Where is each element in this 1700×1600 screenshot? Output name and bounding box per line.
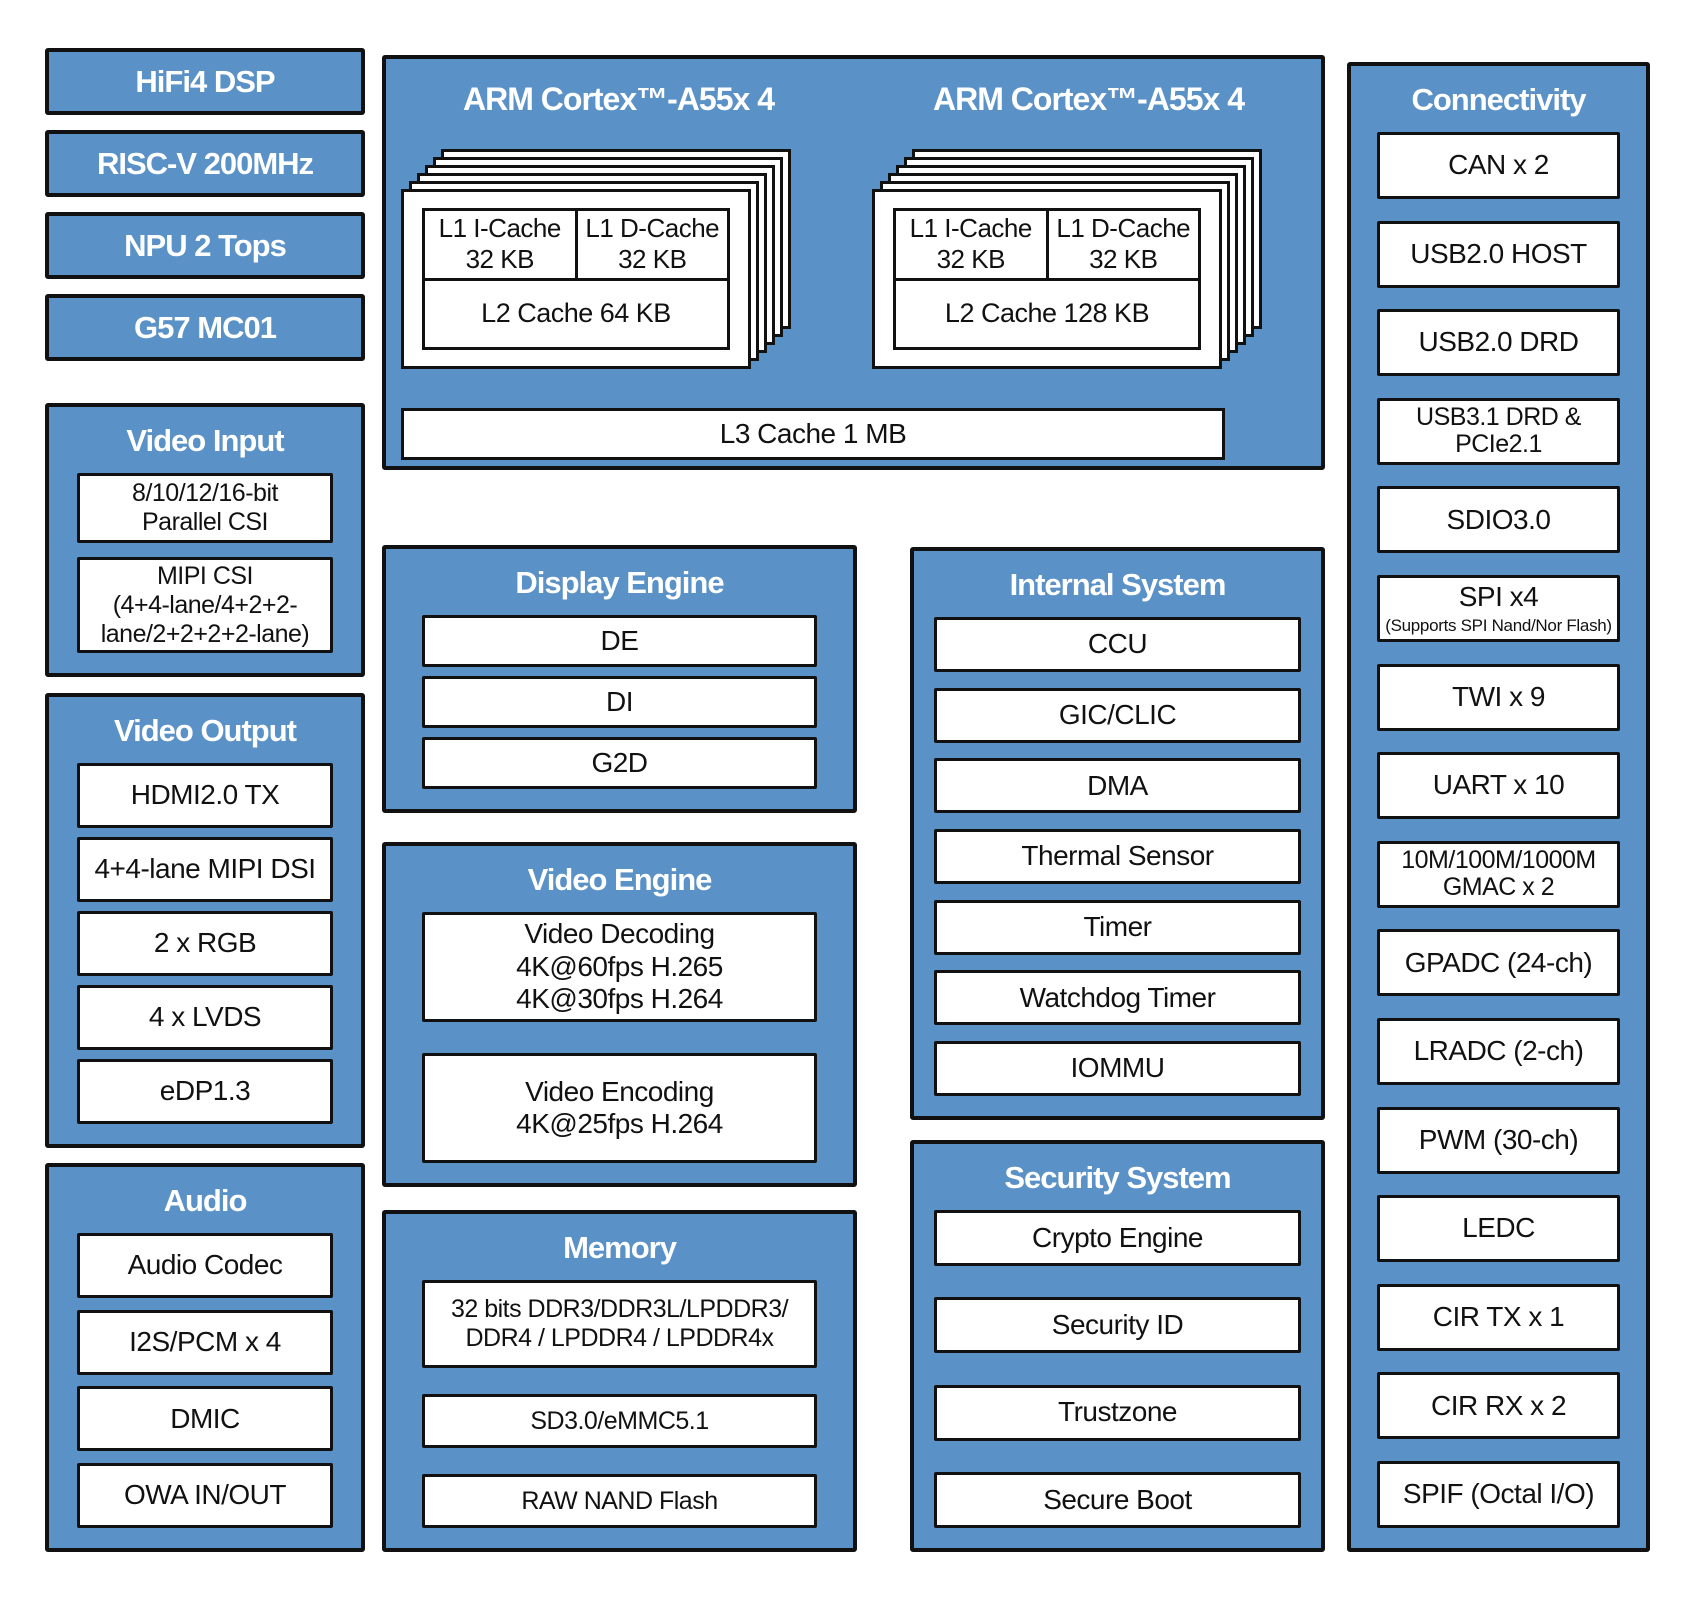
video-output-item-mipi-dsi: 4+4-lane MIPI DSI — [77, 837, 333, 902]
cpu-cluster1-cache-table: L1 I-Cache 32 KB L1 D-Cache 32 KB L2 Cac… — [893, 208, 1201, 350]
audio-items: Audio Codec I2S/PCM x 4 DMIC OWA IN/OUT — [49, 1225, 361, 1548]
video-input-title: Video Input — [126, 423, 284, 458]
cpu-complex-section: ARM Cortex™-A55x 4 ARM Cortex™-A55x 4 L1… — [382, 55, 1325, 470]
connectivity-item-usb2-drd: USB2.0 DRD — [1377, 309, 1620, 377]
audio-item-dmic: DMIC — [77, 1386, 333, 1452]
video-input-item-mipi-csi: MIPI CSI (4+4-lane/4+2+2- lane/2+2+2+2-l… — [77, 557, 333, 653]
connectivity-item-twi: TWI x 9 — [1377, 663, 1620, 731]
video-output-items: HDMI2.0 TX 4+4-lane MIPI DSI 2 x RGB 4 x… — [49, 755, 361, 1144]
connectivity-item-usb2-host: USB2.0 HOST — [1377, 220, 1620, 288]
internal-system-items: CCU GIC/CLIC DMA Thermal Sensor Timer Wa… — [914, 609, 1321, 1116]
video-engine-section: Video Engine Video Decoding 4K@60fps H.2… — [382, 842, 857, 1187]
display-engine-items: DE DI G2D — [386, 607, 853, 809]
video-output-item-rgb: 2 x RGB — [77, 911, 333, 976]
cpu-cluster1-title: ARM Cortex™-A55x 4 — [933, 81, 1245, 117]
cpu-cluster0-title: ARM Cortex™-A55x 4 — [463, 81, 775, 117]
video-input-item-parallel-csi: 8/10/12/16-bit Parallel CSI — [77, 473, 333, 543]
security-system-section: Security System Crypto Engine Security I… — [910, 1140, 1325, 1552]
cpu-cluster1-core-card: L1 I-Cache 32 KB L1 D-Cache 32 KB L2 Cac… — [872, 189, 1222, 369]
video-engine-item-encoding: Video Encoding 4K@25fps H.264 — [422, 1053, 817, 1163]
chip-block-gpu-g57: G57 MC01 — [45, 294, 365, 361]
video-input-section: Video Input 8/10/12/16-bit Parallel CSI … — [45, 403, 365, 677]
audio-item-owa: OWA IN/OUT — [77, 1462, 333, 1528]
cpu-cluster0-l1-icache: L1 I-Cache 32 KB — [425, 211, 578, 278]
connectivity-item-pwm: PWM (30-ch) — [1377, 1106, 1620, 1174]
memory-item-raw-nand: RAW NAND Flash — [422, 1474, 817, 1528]
cpu-cluster1-l1-icache: L1 I-Cache 32 KB — [896, 211, 1049, 278]
audio-item-codec: Audio Codec — [77, 1233, 333, 1298]
l3-cache-bar: L3 Cache 1 MB — [401, 408, 1225, 460]
chip-block-npu: NPU 2 Tops — [45, 212, 365, 279]
internal-system-section: Internal System CCU GIC/CLIC DMA Thermal… — [910, 547, 1325, 1120]
memory-items: 32 bits DDR3/DDR3L/LPDDR3/ DDR4 / LPDDR4… — [386, 1272, 853, 1548]
security-item-secure-boot: Secure Boot — [934, 1471, 1301, 1528]
cpu-cluster0-l1-dcache: L1 D-Cache 32 KB — [585, 213, 720, 275]
internal-item-iommu: IOMMU — [934, 1040, 1301, 1096]
connectivity-item-uart: UART x 10 — [1377, 752, 1620, 820]
connectivity-item-spi: SPI x4 (Supports SPI Nand/Nor Flash) — [1377, 574, 1620, 642]
connectivity-item-cir-tx: CIR TX x 1 — [1377, 1283, 1620, 1351]
video-output-item-lvds: 4 x LVDS — [77, 985, 333, 1050]
security-item-security-id: Security ID — [934, 1297, 1301, 1354]
memory-title: Memory — [563, 1230, 677, 1265]
audio-item-i2s: I2S/PCM x 4 — [77, 1309, 333, 1375]
cpu-cluster1-l1-dcache: L1 D-Cache 32 KB — [1056, 213, 1191, 275]
connectivity-item-spif: SPIF (Octal I/O) — [1377, 1460, 1620, 1528]
security-system-items: Crypto Engine Security ID Trustzone Secu… — [914, 1202, 1321, 1548]
video-output-item-hdmi: HDMI2.0 TX — [77, 763, 333, 828]
cpu-cluster0-core-card: L1 I-Cache 32 KB L1 D-Cache 32 KB L2 Cac… — [401, 189, 751, 369]
connectivity-item-can: CAN x 2 — [1377, 132, 1620, 199]
chip-block-riscv: RISC-V 200MHz — [45, 130, 365, 197]
video-input-items: 8/10/12/16-bit Parallel CSI MIPI CSI (4+… — [49, 465, 361, 673]
internal-item-dma: DMA — [934, 758, 1301, 814]
display-engine-item-di: DI — [422, 676, 817, 728]
audio-title: Audio — [163, 1183, 248, 1218]
connectivity-item-gpadc: GPADC (24-ch) — [1377, 929, 1620, 997]
display-engine-title: Display Engine — [515, 565, 724, 600]
connectivity-items: CAN x 2 USB2.0 HOST USB2.0 DRD USB3.1 DR… — [1351, 124, 1646, 1548]
connectivity-item-ledc: LEDC — [1377, 1195, 1620, 1263]
internal-item-timer: Timer — [934, 899, 1301, 955]
video-output-title: Video Output — [113, 713, 297, 748]
display-engine-section: Display Engine DE DI G2D — [382, 545, 857, 813]
connectivity-item-spi-label: SPI x4 — [1458, 581, 1539, 613]
chip-block-hifi4-dsp: HiFi4 DSP — [45, 48, 365, 115]
video-output-section: Video Output HDMI2.0 TX 4+4-lane MIPI DS… — [45, 693, 365, 1148]
video-engine-item-decoding: Video Decoding 4K@60fps H.265 4K@30fps H… — [422, 912, 817, 1022]
internal-item-ccu: CCU — [934, 617, 1301, 672]
video-engine-title: Video Engine — [527, 862, 713, 897]
connectivity-item-cir-rx: CIR RX x 2 — [1377, 1372, 1620, 1440]
security-system-title: Security System — [1004, 1160, 1231, 1195]
connectivity-item-spi-subtext: (Supports SPI Nand/Nor Flash) — [1385, 615, 1612, 635]
connectivity-section: Connectivity CAN x 2 USB2.0 HOST USB2.0 … — [1347, 62, 1650, 1552]
video-engine-items: Video Decoding 4K@60fps H.265 4K@30fps H… — [386, 904, 853, 1183]
cpu-cluster0-l2-cache: L2 Cache 64 KB — [425, 277, 727, 348]
connectivity-item-lradc: LRADC (2-ch) — [1377, 1017, 1620, 1085]
security-item-crypto-engine: Crypto Engine — [934, 1210, 1301, 1266]
video-output-item-edp: eDP1.3 — [77, 1059, 333, 1124]
connectivity-item-gmac: 10M/100M/1000M GMAC x 2 — [1377, 840, 1620, 908]
memory-section: Memory 32 bits DDR3/DDR3L/LPDDR3/ DDR4 /… — [382, 1210, 857, 1552]
connectivity-item-usb3-pcie: USB3.1 DRD & PCIe2.1 — [1377, 397, 1620, 465]
connectivity-title: Connectivity — [1411, 82, 1586, 117]
cpu-cluster1-l2-cache: L2 Cache 128 KB — [896, 277, 1198, 348]
security-item-trustzone: Trustzone — [934, 1384, 1301, 1441]
internal-item-thermal-sensor: Thermal Sensor — [934, 828, 1301, 884]
display-engine-item-g2d: G2D — [422, 737, 817, 789]
connectivity-item-sdio: SDIO3.0 — [1377, 486, 1620, 554]
audio-section: Audio Audio Codec I2S/PCM x 4 DMIC OWA I… — [45, 1163, 365, 1552]
internal-item-watchdog-timer: Watchdog Timer — [934, 970, 1301, 1026]
memory-item-ddr: 32 bits DDR3/DDR3L/LPDDR3/ DDR4 / LPDDR4… — [422, 1280, 817, 1368]
display-engine-item-de: DE — [422, 615, 817, 667]
internal-system-title: Internal System — [1009, 567, 1227, 602]
cpu-cluster0-cache-table: L1 I-Cache 32 KB L1 D-Cache 32 KB L2 Cac… — [422, 208, 730, 350]
internal-item-gic-clic: GIC/CLIC — [934, 687, 1301, 743]
memory-item-sd-emmc: SD3.0/eMMC5.1 — [422, 1394, 817, 1448]
